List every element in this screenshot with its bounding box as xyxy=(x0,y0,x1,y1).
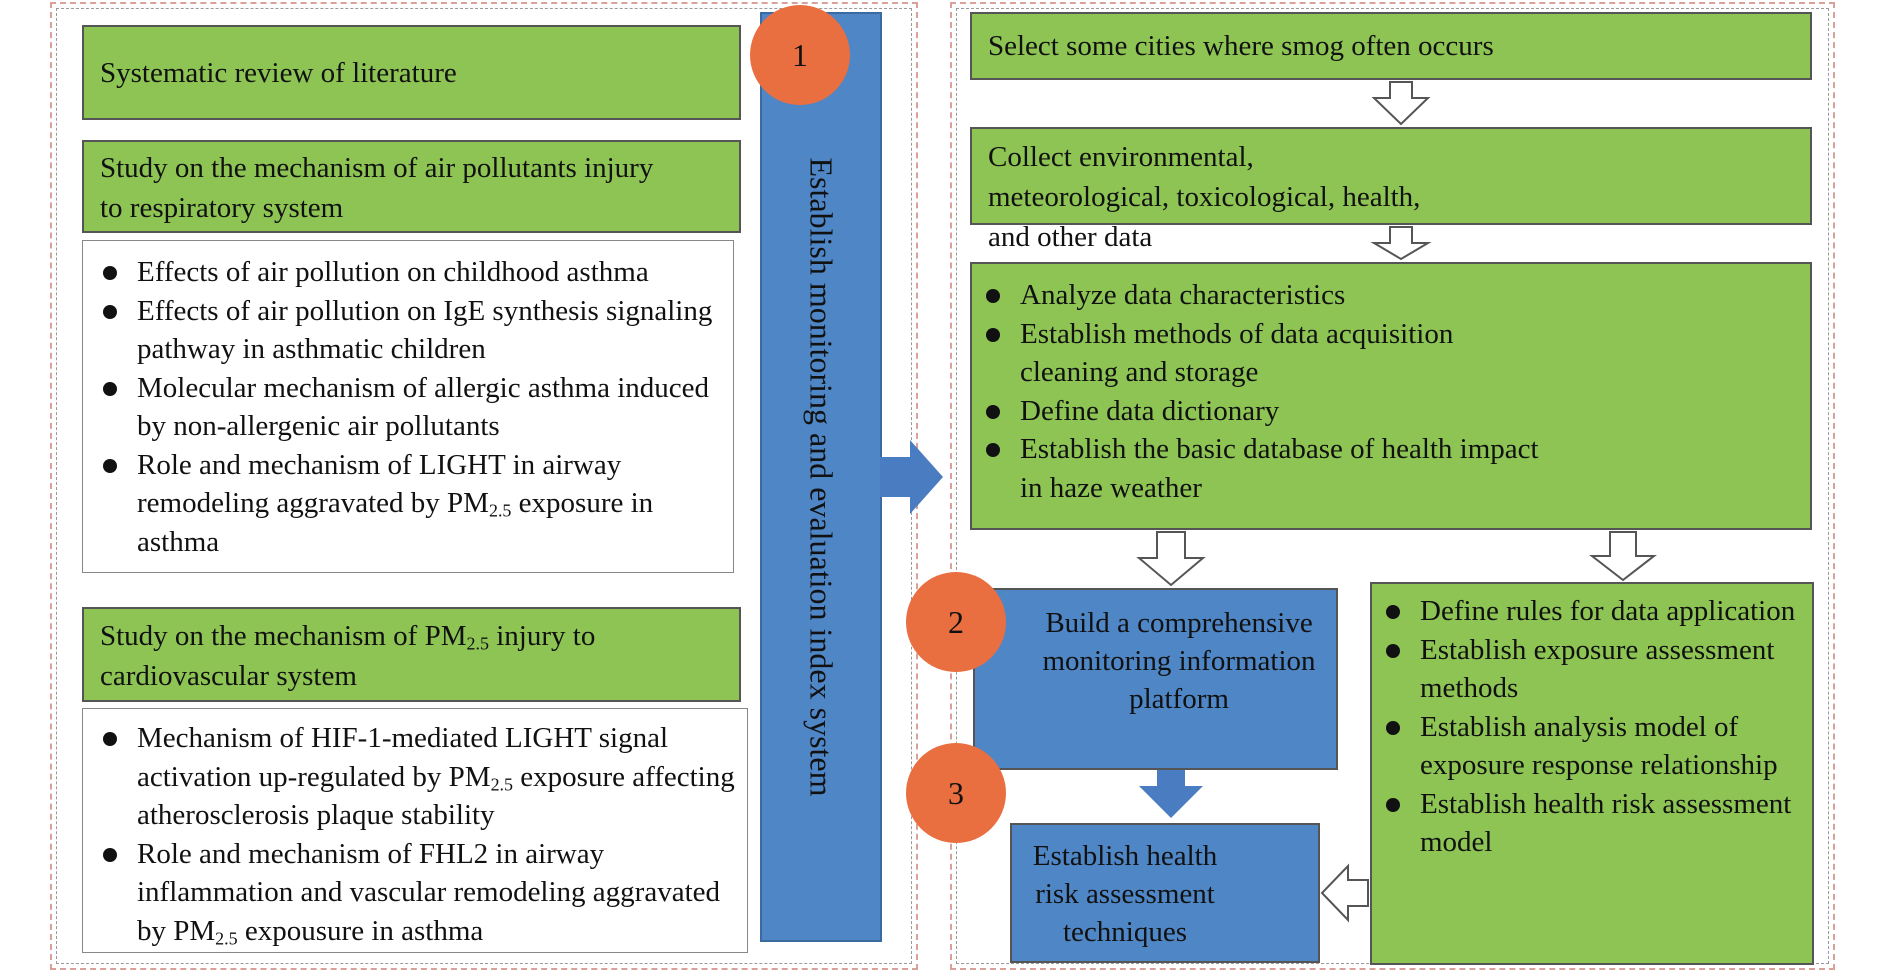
respiratory-study-title: Study on the mechanism of air pollutants… xyxy=(100,148,669,228)
respiratory-items-list: Effects of air pollution on childhood as… xyxy=(97,253,729,561)
cardio-items-list: Mechanism of HIF-1-mediated LIGHT signal… xyxy=(97,719,743,950)
list-item-text: Establish analysis model of exposure res… xyxy=(1420,710,1778,782)
list-item: Role and mechanism of LIGHT in airway re… xyxy=(97,446,729,562)
list-item-text: Establish exposure assessment methods xyxy=(1420,633,1775,705)
list-item: Role and mechanism of FHL2 in airway inf… xyxy=(97,835,743,951)
list-item-text: Establish methods of data acquisition cl… xyxy=(1020,317,1454,389)
assessment-rules-list: Define rules for data application Establ… xyxy=(1380,592,1808,862)
list-item-text: Establish health risk assessment model xyxy=(1420,787,1792,859)
step-2-badge: 2 xyxy=(906,572,1006,672)
risk-techniques-box: Establish health risk assessment techniq… xyxy=(1010,823,1320,963)
cardio-study-title: Study on the mechanism of PM2.5 injury t… xyxy=(100,616,619,696)
list-item: Establish exposure assessment methods xyxy=(1380,631,1808,708)
select-cities-text: Select some cities where smog often occu… xyxy=(988,30,1494,62)
list-item: Establish analysis model of exposure res… xyxy=(1380,708,1808,785)
data-management-list: Analyze data characteristics Establish m… xyxy=(980,276,1550,507)
list-item-text: Define data dictionary xyxy=(1020,394,1280,427)
list-item: Analyze data characteristics xyxy=(980,276,1550,315)
list-item: Establish health risk assessment model xyxy=(1380,785,1808,862)
collect-data-box: Collect environmental, meteorological, t… xyxy=(970,127,1812,253)
step-3-badge: 3 xyxy=(906,743,1006,843)
list-item-text: Analyze data characteristics xyxy=(1020,279,1346,311)
respiratory-study-title-text: Study on the mechanism of air pollutants… xyxy=(100,152,654,224)
systematic-review-title: Systematic review of literature xyxy=(100,57,457,89)
systematic-review-box: Systematic review of literature xyxy=(82,25,741,120)
list-item: Effects of air pollution on childhood as… xyxy=(97,253,729,292)
list-item-text: Mechanism of HIF-1-mediated LIGHT signal… xyxy=(137,722,735,831)
list-item: Establish methods of data acquisition cl… xyxy=(980,315,1550,392)
step-1-badge: 1 xyxy=(750,5,850,105)
index-system-label: Establish monitoring and evaluation inde… xyxy=(803,157,840,797)
list-item: Define rules for data application xyxy=(1380,592,1808,631)
respiratory-study-box: Study on the mechanism of air pollutants… xyxy=(82,140,741,233)
collect-data-text: Collect environmental, meteorological, t… xyxy=(988,141,1421,253)
cardio-items-box: Mechanism of HIF-1-mediated LIGHT signal… xyxy=(82,708,748,953)
list-item-text: Effects of air pollution on childhood as… xyxy=(137,256,649,288)
list-item-text: Role and mechanism of LIGHT in airway re… xyxy=(137,448,654,558)
risk-techniques-text: Establish health risk assessment techniq… xyxy=(1032,840,1218,948)
assessment-rules-box: Define rules for data application Establ… xyxy=(1370,582,1814,965)
monitoring-platform-box: Build a comprehensive monitoring informa… xyxy=(973,588,1338,770)
data-management-box: Analyze data characteristics Establish m… xyxy=(970,262,1812,530)
list-item-text: Role and mechanism of FHL2 in airway inf… xyxy=(137,837,721,948)
list-item: Mechanism of HIF-1-mediated LIGHT signal… xyxy=(97,719,743,835)
list-item: Establish the basic database of health i… xyxy=(980,430,1550,507)
list-item-text: Molecular mechanism of allergic asthma i… xyxy=(137,371,710,443)
monitoring-platform-text: Build a comprehensive monitoring informa… xyxy=(1042,607,1316,715)
index-system-bar: Establish monitoring and evaluation inde… xyxy=(760,12,882,942)
respiratory-items-box: Effects of air pollution on childhood as… xyxy=(82,240,734,573)
list-item-text: Effects of air pollution on IgE synthesi… xyxy=(137,294,713,366)
list-item: Molecular mechanism of allergic asthma i… xyxy=(97,369,729,446)
select-cities-box: Select some cities where smog often occu… xyxy=(970,12,1812,80)
cardio-study-title-text: Study on the mechanism of PM2.5 injury t… xyxy=(100,620,596,692)
cardio-study-box: Study on the mechanism of PM2.5 injury t… xyxy=(82,607,741,702)
list-item: Define data dictionary xyxy=(980,392,1550,431)
list-item-text: Establish the basic database of health i… xyxy=(1020,433,1539,504)
list-item-text: Define rules for data application xyxy=(1420,595,1796,627)
list-item: Effects of air pollution on IgE synthesi… xyxy=(97,292,729,369)
